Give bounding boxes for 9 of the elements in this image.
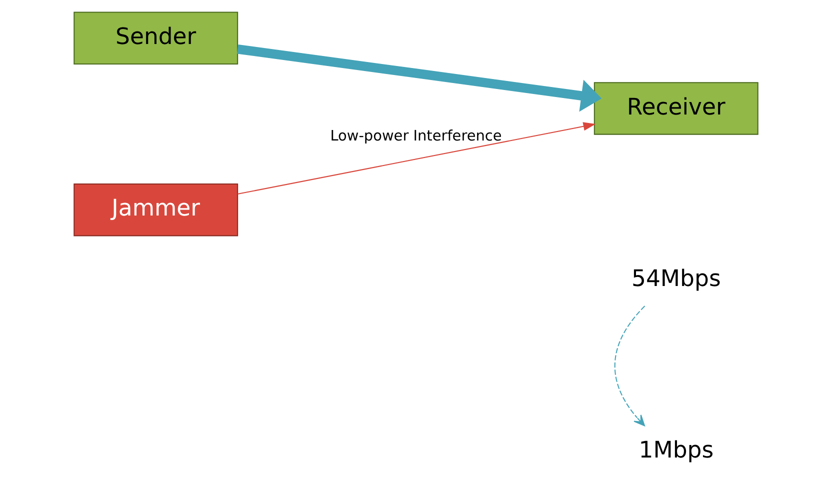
- node-box: Jammer: [74, 183, 238, 236]
- node-text: 1Mbps: [638, 438, 714, 464]
- arrow: [237, 122, 596, 195]
- node-box: Sender: [74, 12, 238, 64]
- edge-label: Low-power Interference: [330, 128, 502, 145]
- node-text: 54Mbps: [631, 266, 721, 292]
- node-box: Receiver: [594, 82, 758, 135]
- arrow: [236, 44, 602, 112]
- arrow: [614, 306, 646, 426]
